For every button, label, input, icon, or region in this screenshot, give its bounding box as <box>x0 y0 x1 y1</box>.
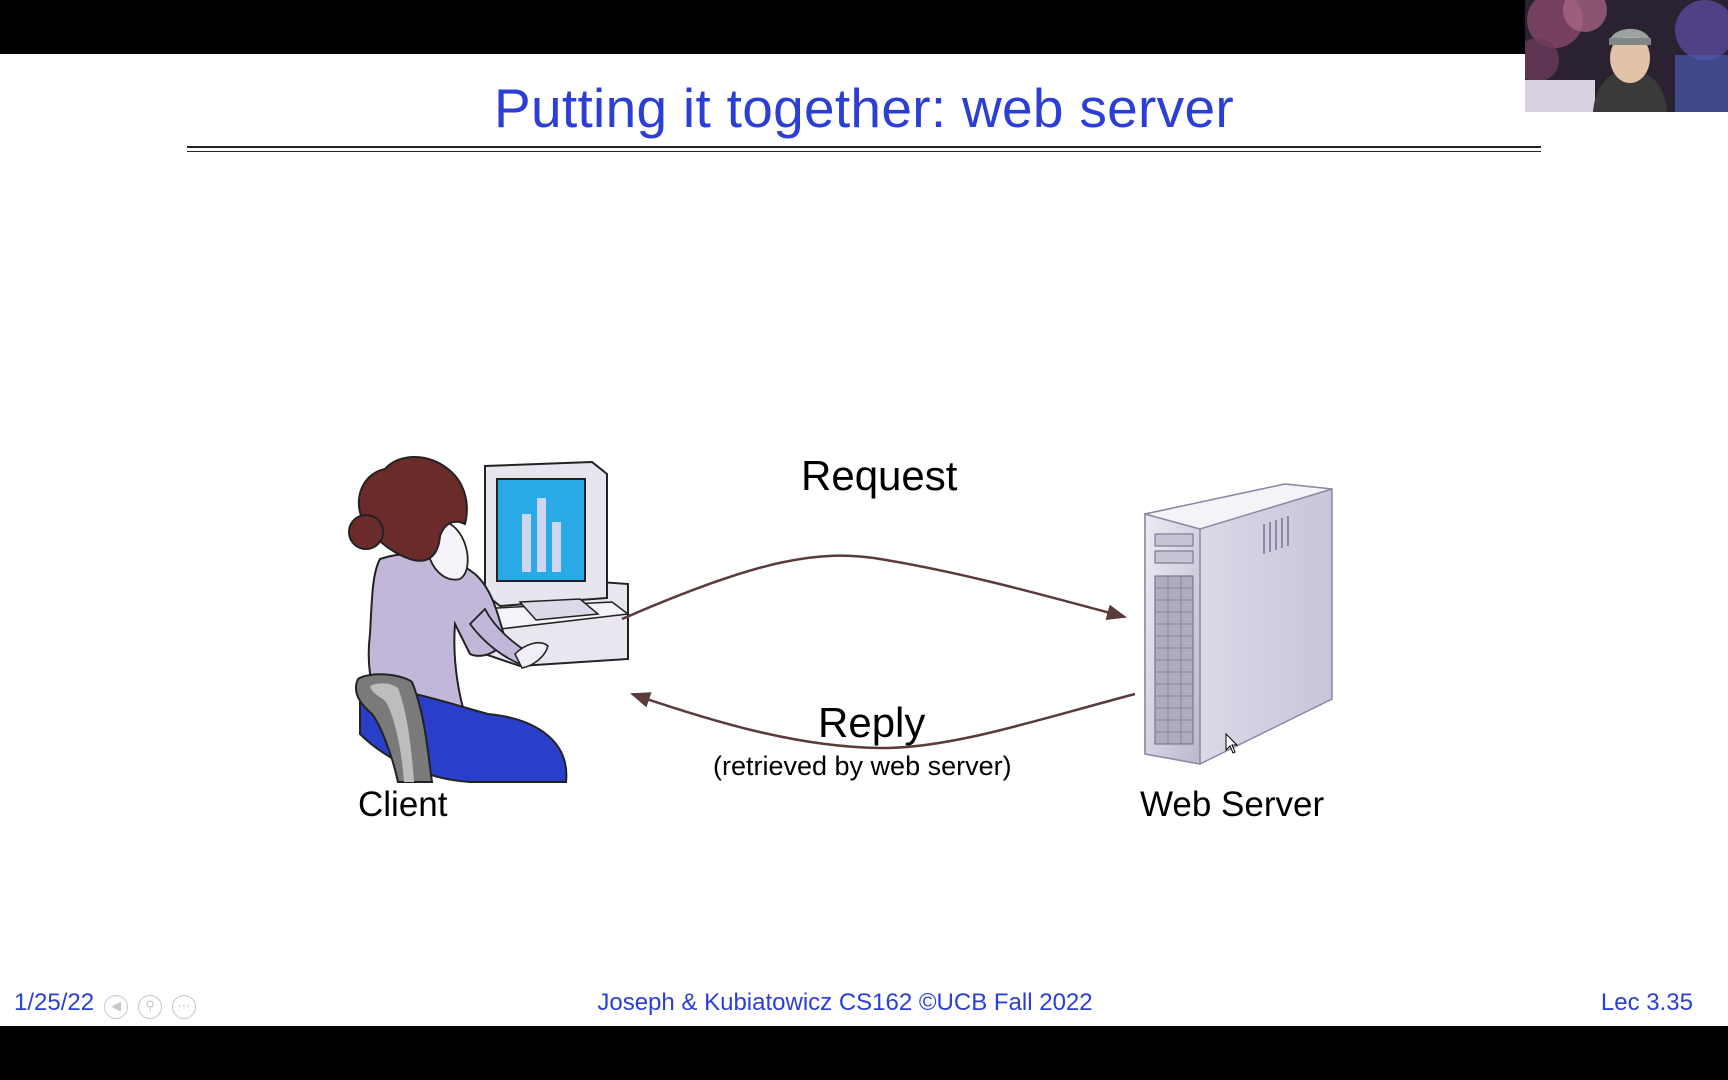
previous-slide-icon[interactable]: ◀ <box>104 995 128 1019</box>
more-options-icon[interactable]: ⋯ <box>172 995 196 1019</box>
footer-date: 1/25/22 <box>14 989 95 1016</box>
request-arrow <box>621 554 1127 621</box>
title-underline <box>187 146 1541 148</box>
mouse-cursor-icon <box>1225 732 1239 754</box>
webcam-feed <box>1525 0 1728 112</box>
title-underline-thin <box>187 151 1541 152</box>
presenter-webcam <box>1525 0 1728 112</box>
monitor-icon <box>484 460 608 621</box>
reply-label: Reply <box>818 699 926 746</box>
footer-course: Joseph & Kubiatowicz CS162 ©UCB Fall 202… <box>597 989 1093 1016</box>
chair-icon <box>354 673 568 783</box>
client-server-diagram <box>348 456 1333 783</box>
slide: Putting it together: web server <box>0 54 1728 1026</box>
client-label: Client <box>358 785 448 824</box>
web-server-label: Web Server <box>1140 785 1325 824</box>
magnify-icon[interactable]: ⚲ <box>138 995 162 1019</box>
reply-note-label: (retrieved by web server) <box>713 751 1012 781</box>
slide-nav-controls: ◀ ⚲ ⋯ <box>104 995 196 1019</box>
reply-arrow <box>630 692 1136 750</box>
request-label: Request <box>801 452 958 499</box>
client-illustration <box>348 456 630 783</box>
slide-title: Putting it together: web server <box>494 77 1234 139</box>
footer-lecture-number: Lec 3.35 <box>1600 989 1693 1016</box>
web-server-icon <box>1144 483 1333 765</box>
